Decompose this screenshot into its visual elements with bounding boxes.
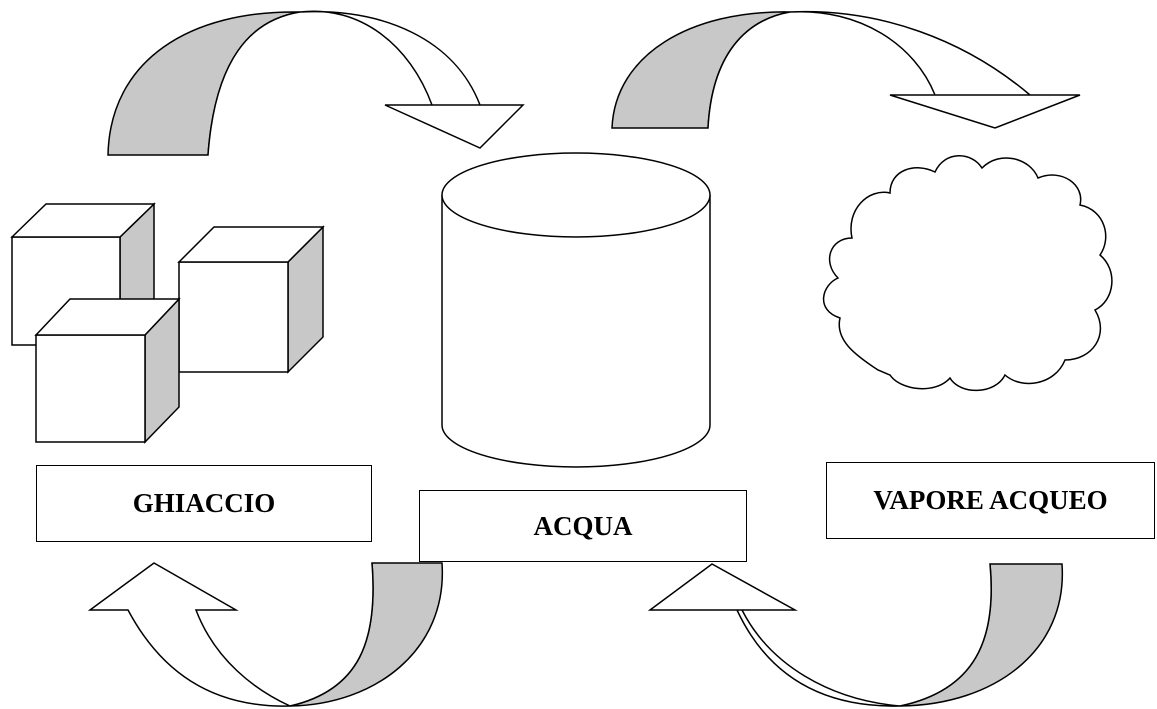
arrow-body — [207, 10, 525, 156]
arrow-ice-to-water — [107, 10, 525, 156]
label-acqua: ACQUA — [419, 490, 747, 562]
arrow-body — [707, 10, 1081, 129]
arrow-vapor-to-water — [647, 563, 1064, 707]
arrow-water-to-vapor — [611, 10, 1081, 129]
label-vapore-acqueo: VAPORE ACQUEO — [826, 462, 1155, 539]
cylinder-icon — [441, 152, 711, 468]
label-ghiaccio: GHIACCIO — [36, 465, 372, 542]
ice-cubes-icon — [10, 202, 325, 444]
arrow-water-to-ice — [87, 562, 444, 707]
arrow-body — [87, 562, 374, 707]
arrow-body — [647, 563, 992, 707]
cloud-icon — [822, 155, 1113, 392]
